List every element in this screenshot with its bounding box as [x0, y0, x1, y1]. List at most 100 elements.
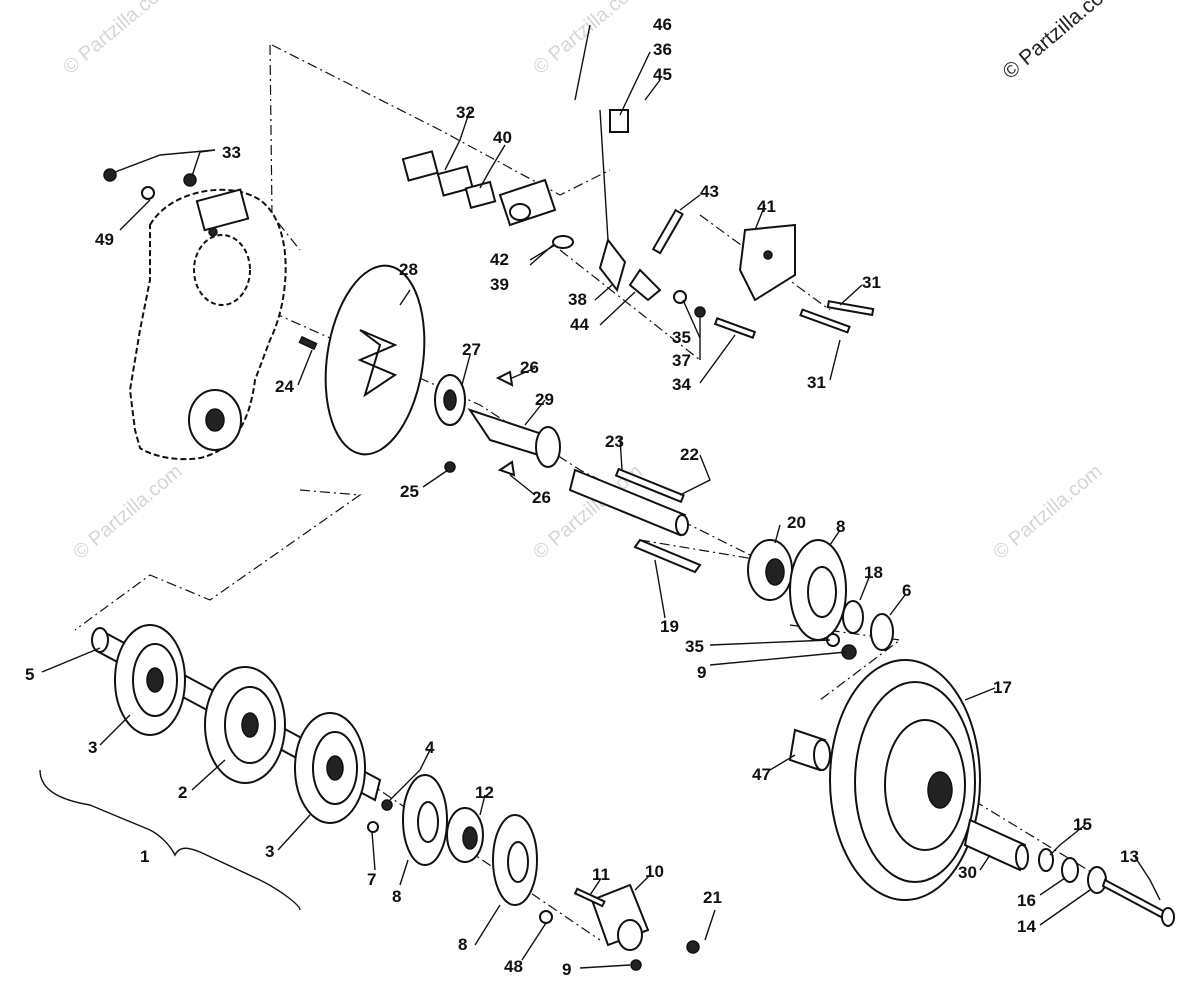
callout-11: 11: [592, 865, 610, 884]
callout-37: 37: [672, 351, 691, 370]
nut-33a: [103, 168, 117, 182]
spring-39: [552, 235, 574, 249]
callout-3-right: 3: [265, 842, 274, 861]
callout-41: 41: [757, 197, 776, 216]
bolt-19: [633, 538, 702, 574]
callout-38: 38: [568, 290, 587, 309]
callout-43: 43: [700, 182, 719, 201]
spacer-47: [788, 728, 831, 772]
washer-48: [539, 910, 553, 924]
callout-34: 34: [672, 375, 691, 394]
sprocket-3-right: [294, 712, 366, 824]
bracket-44: [628, 268, 662, 302]
callout-48: 48: [504, 957, 523, 976]
nut-9-lower: [630, 959, 642, 971]
pin-11: [573, 887, 606, 908]
callout-14: 14: [1017, 917, 1036, 936]
callout-4: 4: [425, 738, 435, 757]
bolt-31-upper: [826, 300, 875, 317]
flange-8-right: [492, 814, 538, 906]
spring-43: [651, 208, 684, 255]
callout-36: 36: [653, 40, 672, 59]
washer-7: [367, 821, 379, 833]
sprocket-2: [204, 666, 286, 784]
callout-45: 45: [653, 65, 672, 84]
callout-35-lower: 35: [685, 637, 704, 656]
pulley-17: [829, 659, 981, 901]
callout-3-left: 3: [88, 738, 97, 757]
callout-21: 21: [703, 888, 722, 907]
callout-30: 30: [958, 863, 977, 882]
copyright-text: © Partzilla.com: [998, 0, 1121, 84]
plate-40: [464, 180, 497, 209]
callout-23: 23: [605, 432, 624, 451]
cable-36: [599, 109, 629, 261]
brake-shaft-29: [467, 408, 561, 468]
callout-35-upper: 35: [672, 328, 691, 347]
washer-16: [1061, 857, 1079, 883]
callout-33: 33: [222, 143, 241, 162]
washer-14: [1087, 866, 1107, 894]
callout-44: 44: [570, 315, 589, 334]
bolt-34: [713, 317, 757, 339]
callout-8-left: 8: [392, 887, 401, 906]
callout-9-lower: 9: [562, 960, 571, 979]
callout-49: 49: [95, 230, 114, 249]
sleeve-30: [963, 818, 1029, 872]
hub-27: [434, 374, 466, 426]
callout-31-upper: 31: [862, 273, 881, 292]
callout-28: 28: [399, 260, 418, 279]
brake-disc: [324, 264, 426, 456]
seal-6: [870, 613, 894, 651]
callout-31-lower: 31: [807, 373, 826, 392]
caliper-42: [498, 178, 557, 227]
callout-17: 17: [993, 678, 1012, 697]
callout-42: 42: [490, 250, 509, 269]
callout-22: 22: [680, 445, 699, 464]
watermark-text: © Partzilla.com: [989, 460, 1106, 563]
callout-5: 5: [25, 665, 34, 684]
flange-8-upper: [789, 539, 847, 641]
callout-15: 15: [1073, 815, 1092, 834]
callout-9-upper: 9: [697, 663, 706, 682]
callout-39: 39: [490, 275, 509, 294]
callout-1: 1: [140, 847, 149, 866]
bolt-4: [381, 799, 393, 811]
callout-7: 7: [367, 870, 376, 889]
watermark-text: © Partzilla.com: [59, 0, 176, 79]
brake-pad-32b: [436, 165, 474, 197]
nut-33b: [183, 173, 197, 187]
speedo-drive-10: [590, 883, 650, 951]
sprocket-3-left: [114, 624, 186, 736]
callout-8-right: 8: [458, 935, 467, 954]
bearing-12: [446, 807, 484, 863]
bracket-41: [738, 223, 796, 302]
key-26-upper: [495, 370, 514, 387]
bearing-20: [747, 539, 793, 601]
callout-26-upper: 26: [520, 358, 539, 377]
callout-10: 10: [645, 862, 664, 881]
chaincase-housing: [128, 188, 287, 461]
callout-labels: 33 49 32 40 42 39 28 27 26 29 26 24 25 2…: [25, 15, 1139, 979]
callout-46: 46: [653, 15, 672, 34]
brake-pad-32a: [401, 150, 439, 182]
jackshaft-23: [568, 468, 689, 537]
key-26-lower: [497, 460, 516, 477]
washer-15: [1038, 848, 1054, 872]
flange-8-left: [402, 774, 448, 866]
clevis-36: [609, 109, 629, 133]
callout-24: 24: [275, 377, 294, 396]
callout-8-upper: 8: [836, 517, 845, 536]
callout-16: 16: [1017, 891, 1036, 910]
watermark-text: © Partzilla.com: [69, 460, 186, 563]
callout-20: 20: [787, 513, 806, 532]
callout-2: 2: [178, 783, 187, 802]
washer-49: [141, 186, 155, 200]
bolt-31-lower: [799, 308, 851, 334]
assembly-1-brace: [39, 769, 301, 911]
callout-26-lower: 26: [532, 488, 551, 507]
callout-18: 18: [864, 563, 883, 582]
nut-37: [694, 306, 706, 318]
